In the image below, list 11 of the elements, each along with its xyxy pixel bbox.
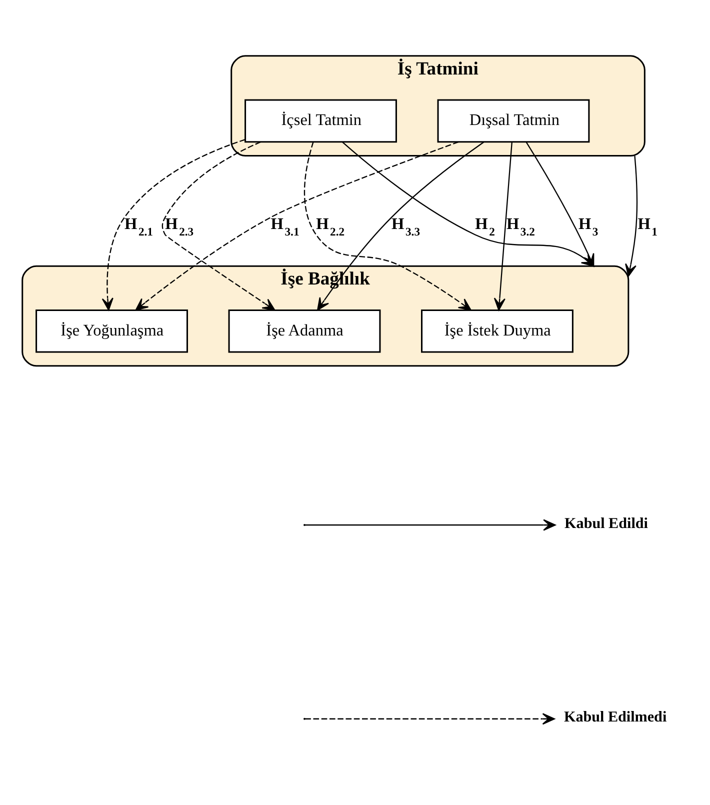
edge-label: H$_{1}$ bbox=[638, 215, 658, 239]
edge-label: H$_{3.2}$ bbox=[506, 215, 535, 239]
edge-label: H$_{2.1}$ bbox=[124, 215, 153, 239]
edge-label: H$_{3}$ bbox=[578, 215, 598, 239]
legend-label: Kabul Edildi bbox=[564, 516, 648, 532]
edge-label: H$_{2.2}$ bbox=[316, 215, 345, 239]
edge-label: H$_{3.3}$ bbox=[392, 215, 420, 239]
edge-label: H$_{3.1}$ bbox=[270, 215, 300, 239]
legend-label: Kabul Edilmedi bbox=[564, 710, 667, 726]
edge-label: H$_{2.3}$ bbox=[165, 215, 194, 239]
edge-label: H$_{2}$ bbox=[475, 215, 495, 239]
